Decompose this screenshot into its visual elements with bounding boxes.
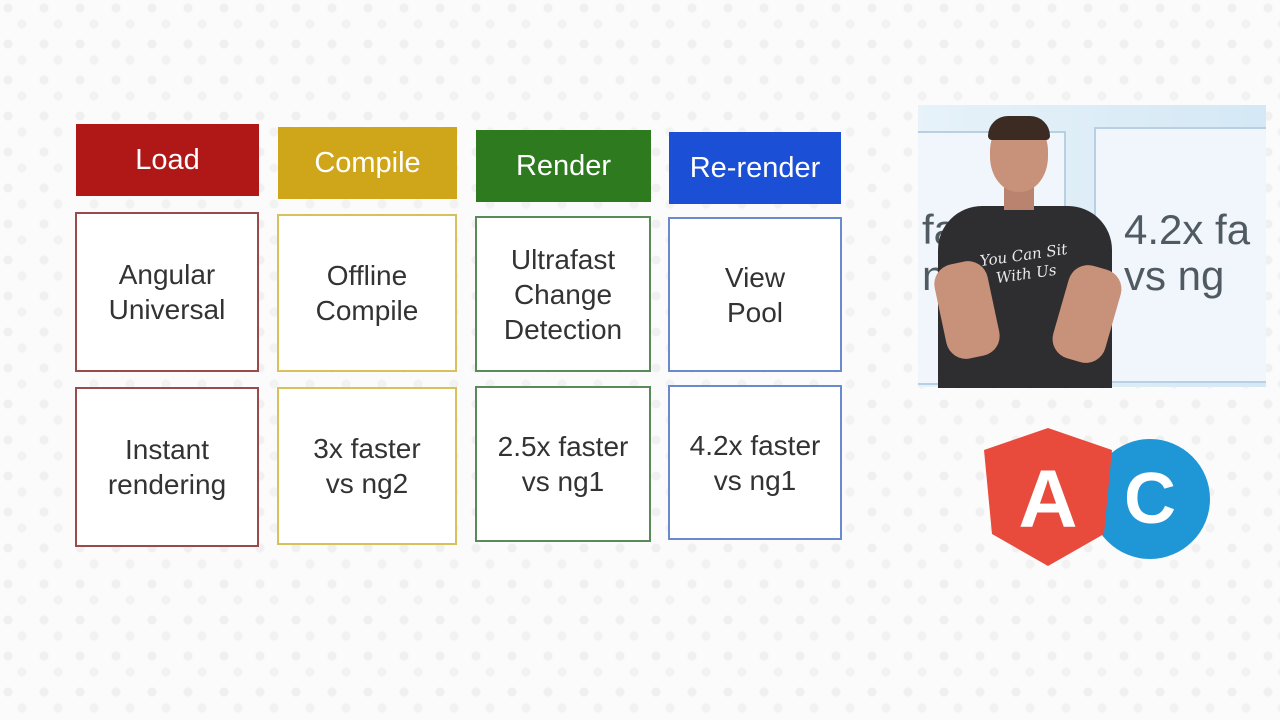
- logo-c-letter: C: [1124, 459, 1176, 539]
- feature-cell-compile: Offline Compile: [277, 214, 457, 372]
- feature-cell-load: Angular Universal: [75, 212, 259, 372]
- header-load: Load: [76, 124, 259, 196]
- result-cell-rerender: 4.2x faster vs ng1: [668, 385, 842, 540]
- angularconnect-logo-icon: C A: [984, 428, 1210, 566]
- header-rerender: Re-render: [669, 132, 841, 204]
- background-slide-text-right: 4.2x fa vs ng: [1124, 206, 1251, 299]
- logo-c-circle: [1090, 439, 1210, 559]
- header-render: Render: [476, 130, 651, 202]
- feature-cell-rerender: View Pool: [668, 217, 842, 372]
- feature-cell-render: Ultrafast Change Detection: [475, 216, 651, 372]
- logo-a-shield: [984, 428, 1112, 566]
- result-cell-load: Instant rendering: [75, 387, 259, 547]
- header-compile: Compile: [278, 127, 457, 199]
- logo-a-letter: A: [1018, 454, 1077, 545]
- result-cell-render: 2.5x faster vs ng1: [475, 386, 651, 542]
- result-cell-compile: 3x faster vs ng2: [277, 387, 457, 545]
- background-slide-panel-right: [1094, 127, 1266, 383]
- speaker-hair: [988, 116, 1050, 140]
